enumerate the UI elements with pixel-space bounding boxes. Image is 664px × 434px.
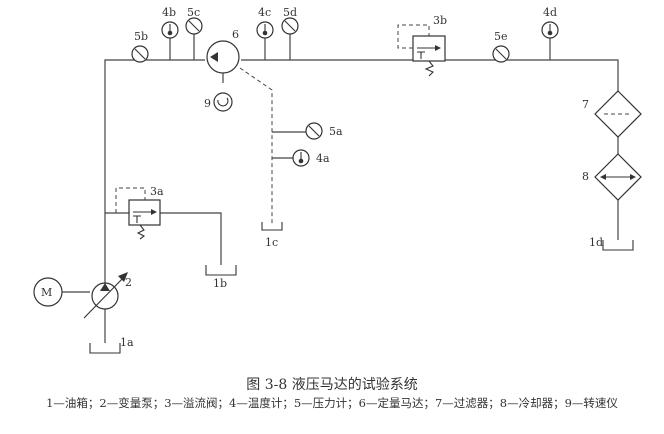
label-6: 6 xyxy=(232,28,239,41)
return-line-top xyxy=(445,59,619,91)
label-2: 2 xyxy=(125,276,132,289)
label-3b: 3b xyxy=(433,14,447,27)
label-3a: 3a xyxy=(150,185,164,198)
label-5a: 5a xyxy=(329,125,343,138)
relief-valve-3a-outlet xyxy=(160,212,222,265)
pressure-gauge-5d xyxy=(281,17,299,60)
cooler-8 xyxy=(594,153,642,201)
filter-7 xyxy=(594,90,642,138)
figure-title: 图 3-8 液压马达的试验系统 xyxy=(246,377,418,393)
valve-3a-seat xyxy=(133,215,141,223)
main-pipes xyxy=(104,59,619,343)
electric-motor-m xyxy=(33,277,90,307)
tank-1b xyxy=(205,265,237,276)
label-1c: 1c xyxy=(265,236,278,249)
motor-flow-triangle xyxy=(210,52,218,62)
label-5c: 5c xyxy=(187,6,200,19)
thermometer-4d xyxy=(541,21,559,60)
pilot-lines xyxy=(115,24,430,225)
label-4b: 4b xyxy=(162,6,176,19)
pump-variable-arrow-head xyxy=(118,272,128,282)
label-5d: 5d xyxy=(283,6,297,19)
tachometer-9 xyxy=(213,92,233,112)
valve-3b-spring xyxy=(424,60,434,77)
tank-1c xyxy=(261,222,283,231)
pump-variable-arrow-shaft xyxy=(83,274,127,319)
label-1d: 1d xyxy=(589,236,603,249)
label-1b: 1b xyxy=(213,277,227,290)
tachometer-arc xyxy=(217,97,229,107)
valve-3a-spring xyxy=(136,224,146,240)
pressure-gauge-5a xyxy=(305,122,323,140)
label-8: 8 xyxy=(582,170,589,183)
tank-1a xyxy=(89,343,121,354)
pressure-gauge-5b xyxy=(131,45,149,63)
pressure-line-left xyxy=(104,59,205,285)
thermometer-4a xyxy=(292,149,310,167)
pilot-line-3b xyxy=(397,24,430,49)
tank-1d xyxy=(602,240,634,251)
thermometer-4c xyxy=(256,21,274,60)
label-4c: 4c xyxy=(258,6,271,19)
thermometer-4b xyxy=(161,21,179,60)
pilot-line-3a xyxy=(115,187,146,213)
figure-legend: 1—油箱；2—变量泵；3—溢流阀；4—温度计；5—压力计；6—定量马达；7—过滤… xyxy=(46,396,618,410)
drain-line-motor xyxy=(239,67,273,225)
label-9: 9 xyxy=(204,97,211,110)
label-4a: 4a xyxy=(316,152,330,165)
variable-pump-2 xyxy=(83,272,128,319)
label-7: 7 xyxy=(582,98,589,111)
pump-flow-triangle xyxy=(100,283,110,291)
pressure-gauge-5c xyxy=(185,17,203,60)
pressure-gauge-5e xyxy=(492,45,510,63)
label-5e: 5e xyxy=(494,30,508,43)
label-m: M xyxy=(41,286,52,299)
relief-valve-3b xyxy=(412,35,446,77)
label-5b: 5b xyxy=(134,30,148,43)
relief-valve-3a xyxy=(128,199,161,240)
label-1a: 1a xyxy=(120,336,134,349)
hydraulic-motor-6 xyxy=(206,40,240,83)
label-4d: 4d xyxy=(543,6,557,19)
